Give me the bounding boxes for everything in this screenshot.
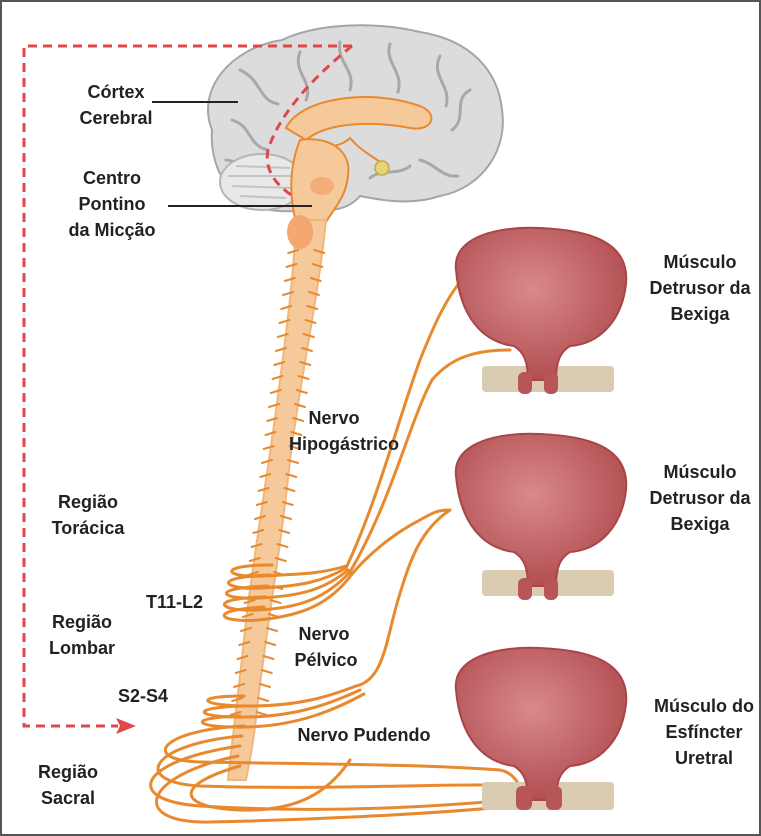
- pontine-label-line1: Centro: [83, 168, 141, 188]
- sacral-label-line2: Sacral: [41, 788, 95, 808]
- organ2-label-line1: Músculo: [663, 462, 736, 482]
- cortex-label-line2: Cerebral: [79, 108, 152, 128]
- pelvic-label-line1: Nervo: [298, 624, 349, 644]
- pudendal-label: Nervo Pudendo: [297, 725, 430, 745]
- sacral-label-line1: Região: [38, 762, 98, 782]
- organ3-label-line1: Músculo do: [654, 696, 754, 716]
- lumbar-label-line2: Lombar: [49, 638, 115, 658]
- organ3-label-line2: Esfíncter: [665, 722, 742, 742]
- pontine-label-line3: da Micção: [68, 220, 155, 240]
- pelvic-label-line2: Pélvico: [294, 650, 357, 670]
- organ1-label-line1: Músculo: [663, 252, 736, 272]
- organ2-label-line3: Bexiga: [670, 514, 730, 534]
- thoracic-label-line2: Torácica: [52, 518, 126, 538]
- cortex-label-line1: Córtex: [87, 82, 144, 102]
- s2-s4-label: S2-S4: [118, 686, 168, 706]
- pontine-label-line2: Pontino: [79, 194, 146, 214]
- organ1-label-line2: Detrusor da: [649, 278, 751, 298]
- hypogastric-label-line2: Hipogástrico: [289, 434, 399, 454]
- organ2-label-line2: Detrusor da: [649, 488, 751, 508]
- lumbar-label-line1: Região: [52, 612, 112, 632]
- organ1-label-line3: Bexiga: [670, 304, 730, 324]
- thoracic-label-line1: Região: [58, 492, 118, 512]
- organ3-label-line3: Uretral: [675, 748, 733, 768]
- hypogastric-label-line1: Nervo: [308, 408, 359, 428]
- t11-l2-label: T11-L2: [146, 592, 203, 612]
